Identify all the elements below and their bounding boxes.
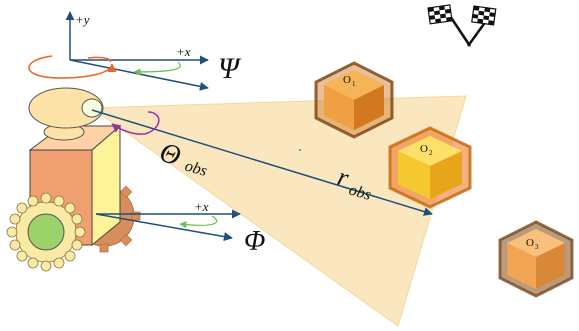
phi-label: Φ	[244, 226, 265, 257]
robot-axes: +x Φ	[95, 199, 265, 257]
top-axes: +y +x Ψ	[28, 11, 242, 91]
robot-x-axis-label: +x	[194, 199, 209, 214]
o1-subscript: 1	[352, 80, 356, 88]
range-subscript: obs	[347, 182, 373, 204]
robot	[6, 87, 141, 272]
heading-line	[69, 59, 209, 91]
o3-subscript: 3	[535, 243, 539, 251]
y-axis-label: +y	[75, 12, 90, 27]
cone-center-dot	[299, 149, 301, 151]
o1-label: O	[343, 74, 351, 86]
heading-angle-arc	[133, 61, 181, 76]
view-cone	[90, 95, 467, 327]
front-gear	[6, 192, 86, 272]
yaw-rotation-arrow	[28, 55, 117, 79]
checkered-flags-icon	[427, 4, 497, 47]
phi-angle-arc	[179, 215, 218, 229]
yaw-rotation-arrow-back	[87, 56, 112, 63]
psi-label: Ψ	[218, 52, 242, 85]
object-o1: O 1	[314, 61, 394, 139]
object-o3: O 3	[498, 220, 574, 298]
x-axis-label: +x	[176, 44, 191, 59]
observation-ray	[91, 109, 433, 216]
robot-head	[28, 87, 104, 129]
o3-label: O	[526, 237, 534, 249]
camera-lens	[81, 98, 103, 118]
robot-heading-line	[95, 213, 233, 242]
theta-rotation-arrow	[111, 111, 160, 135]
o2-label: O	[420, 143, 428, 155]
o2-subscript: 2	[429, 149, 433, 157]
theta-subscript: obs	[183, 158, 209, 180]
wheel-hub	[27, 213, 65, 251]
object-o2: O 2	[388, 126, 472, 209]
